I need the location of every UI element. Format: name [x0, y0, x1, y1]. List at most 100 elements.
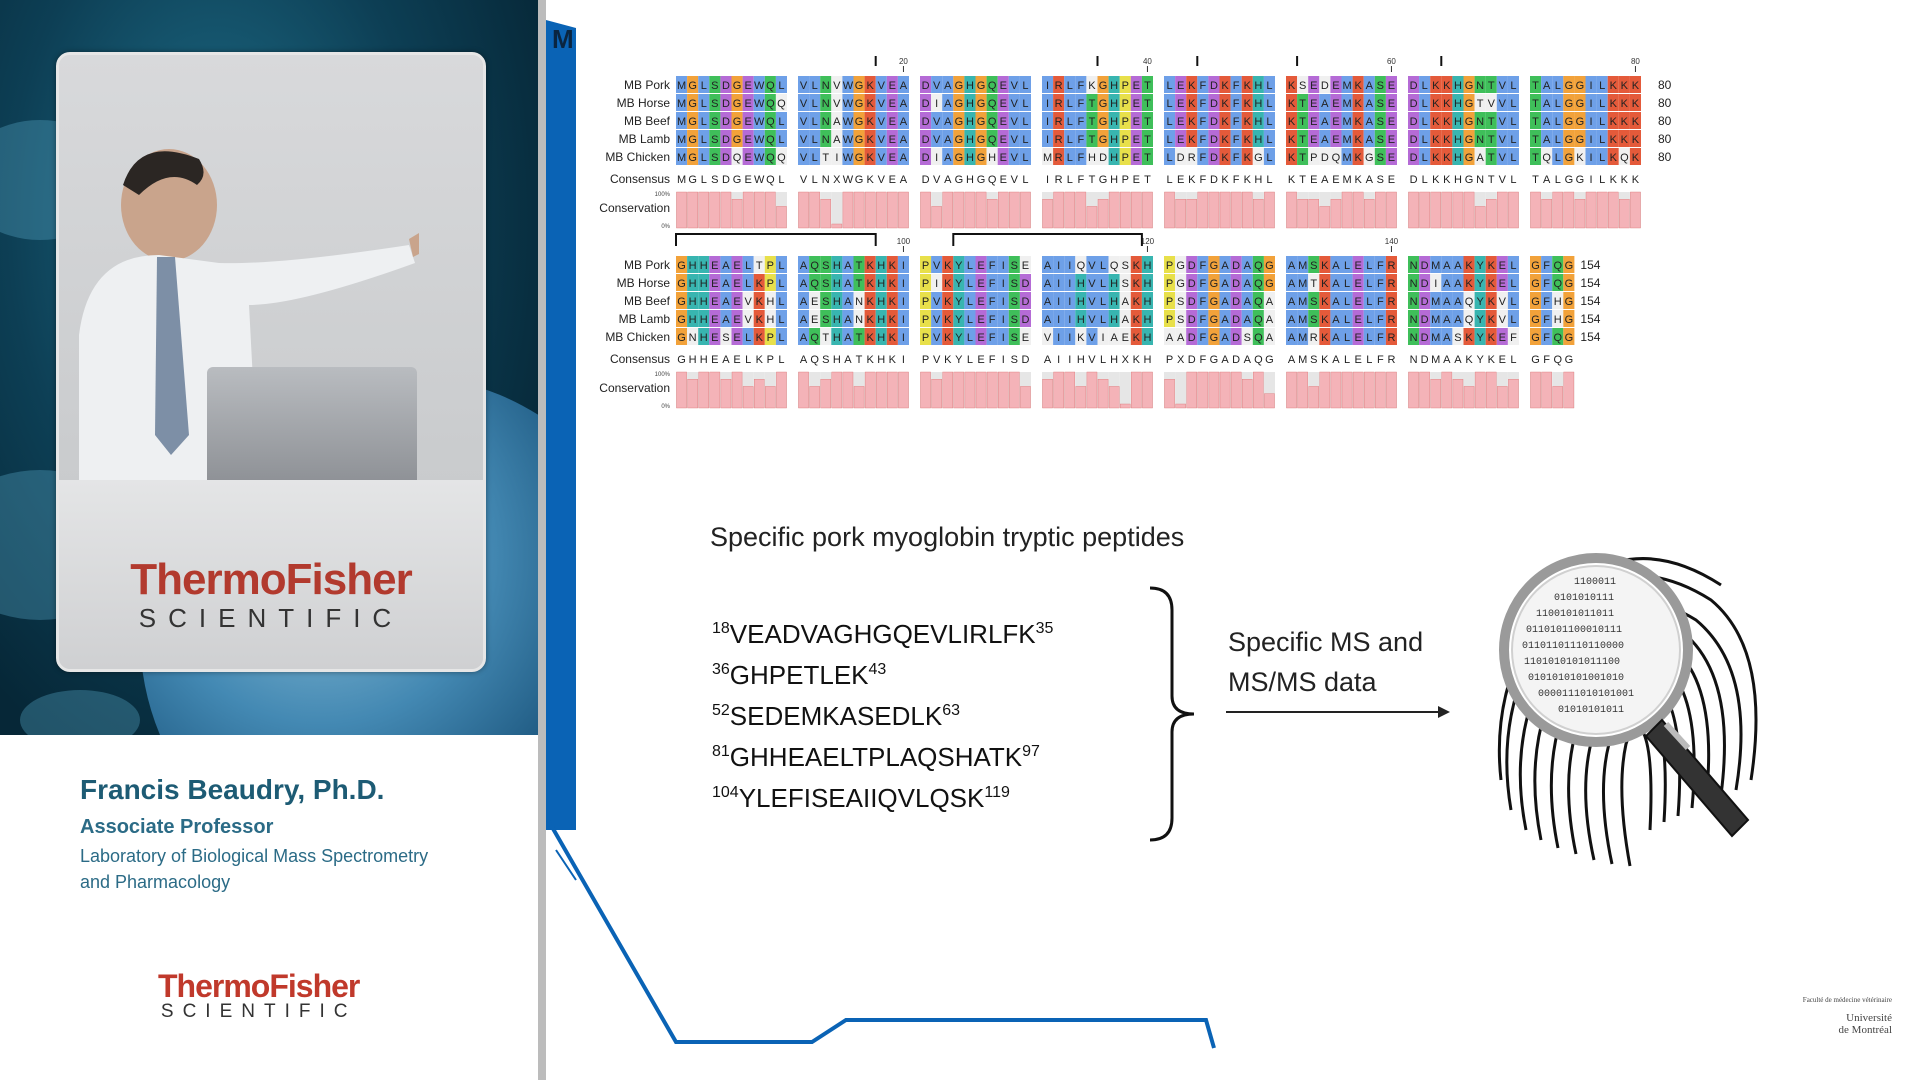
- residue-letter: H: [1077, 296, 1085, 308]
- residue-letter: A: [800, 296, 808, 308]
- residue-letter: L: [1599, 98, 1605, 110]
- residue-letter: L: [1344, 296, 1350, 308]
- residue-letter: P: [1166, 314, 1173, 326]
- residue-letter: A: [722, 314, 730, 326]
- residue-letter: S: [1377, 152, 1384, 164]
- residue-cell: [975, 328, 987, 345]
- residue-cell: [809, 256, 821, 273]
- residue-cell: [764, 328, 776, 345]
- residue-cell: [1474, 256, 1486, 273]
- residue-letter: L: [1422, 116, 1428, 128]
- residue-letter: K: [1488, 278, 1496, 290]
- residue-letter: L: [1366, 314, 1372, 326]
- residue-cell: [687, 274, 699, 291]
- residue-cell: [864, 274, 876, 291]
- residue-letter: E: [1000, 134, 1007, 146]
- residue-cell: [1385, 94, 1397, 111]
- residue-letter: H: [1454, 116, 1462, 128]
- binary-line: 01101101110110000: [1522, 641, 1624, 652]
- conservation-bar: [1497, 191, 1508, 229]
- conservation-bar: [1297, 198, 1308, 229]
- residue-cell: [1607, 148, 1619, 165]
- residue-cell: [875, 94, 887, 111]
- residue-letter: A: [1332, 260, 1340, 272]
- residue-letter: L: [1555, 116, 1561, 128]
- residue-letter: E: [1133, 134, 1140, 146]
- consensus-letter: A: [1366, 174, 1374, 186]
- residue-letter: V: [1499, 80, 1507, 92]
- residue-cell: [1530, 274, 1542, 291]
- residue-cell: [753, 94, 765, 111]
- residue-cell: [1430, 148, 1442, 165]
- conservation-bar: [853, 386, 865, 409]
- residue-cell: [820, 148, 832, 165]
- residue-letter: H: [1143, 278, 1151, 290]
- residue-cell: [931, 94, 943, 111]
- residue-cell: [1175, 76, 1187, 93]
- residue-letter: H: [1254, 134, 1262, 146]
- residue-cell: [1252, 310, 1264, 327]
- residue-cell: [1008, 328, 1020, 345]
- residue-letter: H: [1110, 152, 1118, 164]
- residue-letter: S: [1310, 260, 1317, 272]
- residue-letter: E: [1499, 332, 1506, 344]
- residue-letter: N: [1410, 332, 1418, 344]
- residue-letter: Q: [810, 278, 819, 290]
- conservation-bar: [731, 198, 743, 229]
- residue-cell: [1585, 130, 1597, 147]
- residue-letter: Q: [1254, 314, 1263, 326]
- residue-cell: [1319, 256, 1331, 273]
- residue-letter: L: [1555, 98, 1561, 110]
- residue-cell: [1230, 292, 1242, 309]
- residue-cell: [1286, 256, 1298, 273]
- residue-letter: V: [744, 314, 752, 326]
- residue-cell: [1263, 148, 1275, 165]
- residue-letter: G: [733, 116, 742, 128]
- row-end-number: 80: [1658, 132, 1672, 146]
- residue-letter: G: [977, 134, 986, 146]
- residue-letter: D: [922, 98, 930, 110]
- residue-cell: [1252, 76, 1264, 93]
- residue-cell: [897, 94, 909, 111]
- consensus-letter: L: [1366, 354, 1372, 366]
- conservation-bar: [765, 386, 776, 409]
- residue-cell: [1297, 76, 1309, 93]
- residue-letter: K: [1133, 278, 1141, 290]
- residue-letter: L: [1067, 116, 1073, 128]
- residue-cell: [1430, 76, 1442, 93]
- residue-cell: [1474, 292, 1486, 309]
- residue-letter: K: [889, 314, 897, 326]
- residue-letter: G: [955, 80, 964, 92]
- residue-cell: [1408, 130, 1420, 147]
- residue-cell: [809, 112, 821, 129]
- residue-letter: K: [866, 332, 874, 344]
- residue-cell: [1496, 112, 1508, 129]
- species-label: MB Chicken: [605, 330, 670, 344]
- residue-cell: [1452, 130, 1464, 147]
- consensus-letter: G: [1576, 174, 1585, 186]
- consensus-letter: K: [1221, 174, 1229, 186]
- residue-letter: T: [1488, 116, 1495, 128]
- residue-cell: [1374, 94, 1386, 111]
- residue-letter: A: [900, 80, 908, 92]
- residue-cell: [1363, 310, 1375, 327]
- consensus-letter: K: [1610, 174, 1618, 186]
- consensus-letter: M: [1342, 174, 1351, 186]
- row-end-number: 154: [1580, 294, 1600, 308]
- residue-cell: [1507, 76, 1519, 93]
- conservation-bar: [1386, 191, 1397, 229]
- residue-letter: E: [1332, 134, 1339, 146]
- residue-letter: L: [967, 278, 973, 290]
- residue-cell: [953, 274, 965, 291]
- residue-letter: Q: [1465, 314, 1474, 326]
- residue-letter: P: [922, 278, 929, 290]
- residue-letter: H: [877, 296, 885, 308]
- residue-cell: [1097, 256, 1109, 273]
- consensus-letter: D: [1210, 174, 1218, 186]
- residue-letter: K: [1188, 98, 1196, 110]
- residue-cell: [897, 274, 909, 291]
- residue-letter: A: [800, 314, 808, 326]
- residue-cell: [687, 292, 699, 309]
- residue-letter: F: [1077, 98, 1084, 110]
- residue-letter: D: [1421, 314, 1429, 326]
